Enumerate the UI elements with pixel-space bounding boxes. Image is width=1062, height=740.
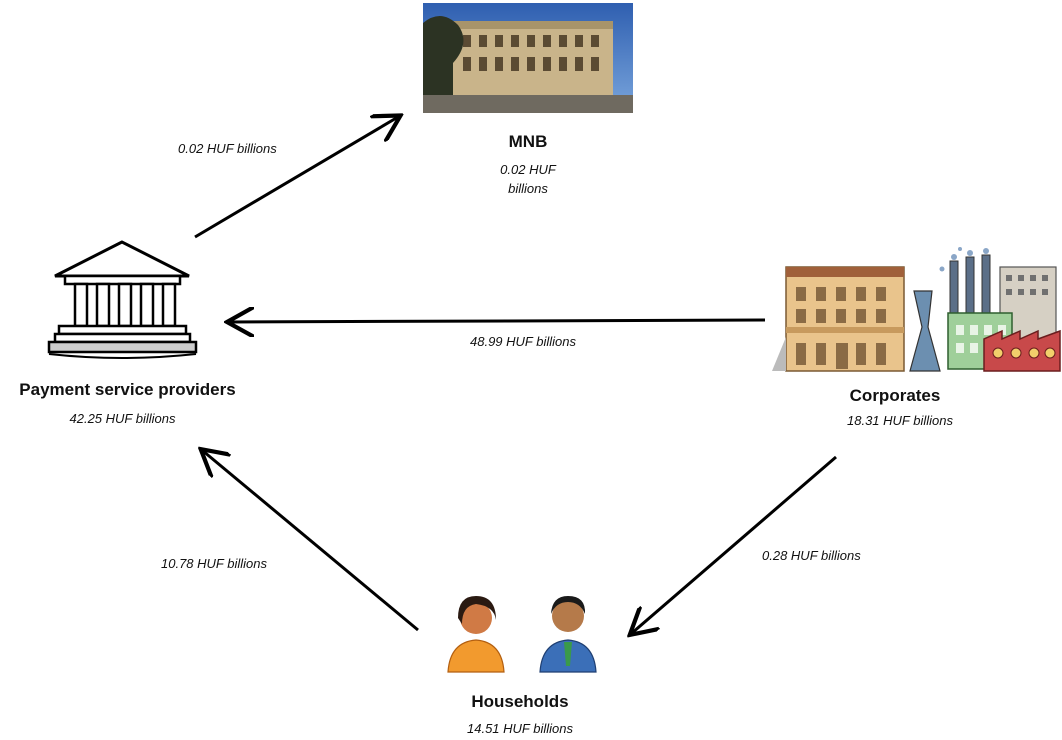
bank-icon bbox=[47, 240, 198, 359]
arrow-corporates-to-psp bbox=[230, 320, 766, 322]
edge-label-psp-to-mnb: 0.02 HUF billions bbox=[178, 141, 277, 156]
corporates-value: 18.31 HUF billions bbox=[847, 413, 953, 428]
edge-label-corporates-to-households: 0.28 HUF billions bbox=[762, 548, 861, 563]
arrow-psp-to-mnb bbox=[194, 117, 398, 239]
edge-label-households-to-psp: 10.78 HUF billions bbox=[161, 556, 267, 571]
households-title: Households bbox=[471, 692, 569, 711]
psp-value: 42.25 HUF billions bbox=[69, 411, 176, 426]
mnb-title: MNB bbox=[508, 132, 548, 151]
psp-title: Payment service providers bbox=[19, 380, 236, 399]
edge-label-corporates-to-psp: 48.99 HUF billions bbox=[470, 334, 576, 349]
arrow-corporates-to-households bbox=[632, 455, 837, 633]
corporates-building-icon bbox=[772, 247, 1061, 372]
corporates-title: Corporates bbox=[849, 386, 941, 405]
mnb-value-line2: billions bbox=[508, 181, 548, 196]
mnb-value-line1: 0.02 HUF bbox=[500, 162, 556, 177]
households-people-icon bbox=[447, 596, 597, 673]
arrow-households-to-psp bbox=[203, 451, 419, 632]
households-value: 14.51 HUF billions bbox=[467, 721, 573, 736]
mnb-building-image bbox=[423, 3, 633, 113]
